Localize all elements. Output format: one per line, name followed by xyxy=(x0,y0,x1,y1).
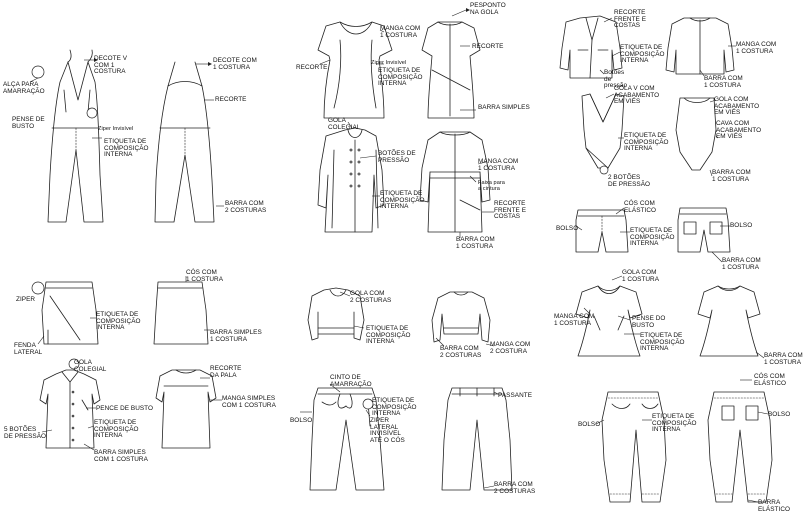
label-dress-barra: BARRA SIMPLES xyxy=(478,104,530,111)
label-crop-gola: GOLA COM 2 COSTURAS xyxy=(350,290,392,304)
label-jumpsuit-decote-costas: DECOTE COM 1 COSTURA xyxy=(213,57,257,71)
tunic-front xyxy=(575,285,643,357)
coat-front xyxy=(317,127,385,233)
leader-lines xyxy=(29,8,769,503)
label-trousers-ziper: ZIPER LATERAL INVISÍVEL ATÉ O CÓS xyxy=(370,417,405,444)
label-dress-recorte-left: RECORTE xyxy=(296,64,328,71)
label-coat-recorte: RECORTE FRENTE E COSTAS xyxy=(494,200,527,221)
label-coat-manga: MANGA COM 1 COSTURA xyxy=(478,158,519,172)
dress-back xyxy=(421,21,481,119)
label-jumpsuit-etiqueta: ETIQUETA DE COMPOSIÇÃO INTERNA xyxy=(104,138,149,159)
label-joggers-etiqueta: ETIQUETA DE COMPOSIÇÃO INTERNA xyxy=(652,413,697,434)
label-tunic-gola: GOLA COM 1 COSTURA xyxy=(622,269,660,283)
label-trousers-cinto: CINTO DE AMARRAÇÃO xyxy=(330,374,372,388)
label-bodysuit-cava: CAVA COM ACABAMENTO EM VIÉS xyxy=(716,120,762,141)
bodysuit-front xyxy=(581,93,625,169)
label-dress-manga: MANGA COM 1 COSTURA xyxy=(380,25,421,39)
trousers-back xyxy=(441,387,513,491)
label-shorts-etiqueta: ETIQUETA DE COMPOSIÇÃO INTERNA xyxy=(630,227,675,248)
label-joggers-cos: CÓS COM ELÁSTICO xyxy=(754,373,787,387)
label-skirt-ziper: ZIPER xyxy=(16,296,36,303)
label-coat-botoes: BOTÕES DE PRESSÃO xyxy=(378,150,416,164)
label-crop-manga: MANGA COM 2 COSTURA xyxy=(490,341,531,355)
crop-top-front xyxy=(307,287,365,341)
label-bodysuit-gola-v: GOLA V COM ACABAMENTO EM VIÉS xyxy=(614,85,660,106)
label-bodysuit-gola: GOLA COM ACABAMENTO EM VIÉS xyxy=(714,96,760,117)
label-dress-recorte-right: RECORTE xyxy=(472,43,504,50)
joggers-back xyxy=(707,391,773,503)
label-skirt-barra: BARRA SIMPLES 1 COSTURA xyxy=(210,329,262,343)
shirt-back xyxy=(155,369,217,449)
label-shirt-pence: PENCE DE BUSTO xyxy=(96,405,154,412)
label-skirt-cos: CÓS COM 1 COSTURA xyxy=(186,269,224,283)
label-dress-pesponto: PESPONTO NA GOLA xyxy=(470,2,506,16)
label-skirt-fenda: FENDA LATERAL xyxy=(14,342,43,356)
label-jumpsuit-ziper: Ziper Invisível xyxy=(98,126,134,132)
shirt-front xyxy=(39,369,101,449)
bodysuit-back xyxy=(675,97,717,171)
label-shirt-barra: BARRA SIMPLES COM 1 COSTURA xyxy=(94,449,148,463)
label-bodysuit-barra: BARRA COM 1 COSTURA xyxy=(712,169,751,183)
skirt-front xyxy=(41,281,99,345)
joggers-front xyxy=(601,391,667,503)
label-blazer-recorte: RECORTE FRENTE E COSTAS xyxy=(614,9,647,30)
label-dress-etiqueta: ETIQUETA DE COMPOSIÇÃO INTERNA xyxy=(378,67,423,88)
label-coat-etiqueta: ETIQUETA DE COMPOSIÇÃO INTERNA xyxy=(380,190,425,211)
label-jumpsuit-barra: BARRA COM 2 COSTURAS xyxy=(225,200,267,214)
label-trousers-passante: PASSANTE xyxy=(498,392,533,399)
label-tunic-manga: MANGA COM 1 COSTURA xyxy=(554,313,595,327)
label-trousers-etiqueta: ETIQUETA DE COMPOSIÇÃO INTERNA xyxy=(372,397,417,418)
label-shirt-botoes: 5 BOTÕES DE PRESSÃO xyxy=(4,426,47,440)
label-shorts-barra: BARRA COM 1 COSTURA xyxy=(722,257,761,271)
label-shirt-manga: MANGA SIMPLES COM 1 COSTURA xyxy=(222,395,276,409)
label-tunic-etiqueta: ETIQUETA DE COMPOSIÇÃO INTERNA xyxy=(640,332,685,353)
label-jumpsuit-alca: ALÇA PARA AMARRAÇÃO xyxy=(3,81,45,95)
label-joggers-barra: BARRA ELÁSTICO xyxy=(758,499,791,513)
label-shirt-recorte: RECORTE DA PALA xyxy=(210,365,242,379)
label-coat-gola: GOLA COLEGIAL xyxy=(328,117,361,131)
label-trousers-barra: BARRA COM 2 COSTURAS xyxy=(494,481,536,495)
label-jumpsuit-pense-busto: PENSE DE BUSTO xyxy=(12,116,45,130)
label-jumpsuit-recorte: RECORTE xyxy=(215,96,247,103)
label-skirt-etiqueta: ETIQUETA DE COMPOSIÇÃO INTERNA xyxy=(96,311,141,332)
label-coat-barra: BARRA COM 1 COSTURA xyxy=(456,236,495,250)
label-coat-faixa: Faixa para a cintura xyxy=(478,180,505,192)
label-jumpsuit-decote-v: DECOTE V COM 1 COSTURA xyxy=(94,55,128,76)
label-bodysuit-etiqueta: ETIQUETA DE COMPOSIÇÃO INTERNA xyxy=(624,132,669,153)
label-joggers-bolso-right: BOLSO xyxy=(768,411,791,418)
shorts-back xyxy=(677,207,731,253)
label-blazer-barra: BARRA COM 1 COSTURA xyxy=(704,75,743,89)
crop-top-back xyxy=(431,291,491,343)
jumpsuit-back xyxy=(154,61,215,223)
shorts-front xyxy=(575,209,629,253)
label-crop-etiqueta: ETIQUETA DE COMPOSIÇÃO INTERNA xyxy=(366,325,411,346)
blazer-front xyxy=(559,15,623,79)
jumpsuit-front xyxy=(47,49,104,223)
label-joggers-bolso-left: BOLSO xyxy=(578,421,601,428)
label-blazer-botoes: Botões de pressão xyxy=(604,69,628,90)
label-tunic-barra: BARRA COM 1 COSTURA xyxy=(764,352,803,366)
tunic-back xyxy=(697,285,761,357)
coat-back xyxy=(419,131,491,233)
label-shorts-bolso-left: BOLSO xyxy=(556,225,579,232)
label-blazer-etiqueta: ETIQUETA DE COMPOSIÇÃO INTERNA xyxy=(620,44,665,65)
dress-front xyxy=(317,21,393,119)
label-dress-ziper: Ziper Invisível xyxy=(371,60,407,66)
label-tunic-pense: PENSE DO BUSTO xyxy=(632,315,666,329)
label-shirt-gola: GOLA COLEGIAL xyxy=(74,359,107,373)
label-trousers-bolso: BOLSO xyxy=(290,417,313,424)
label-blazer-manga: MANGA COM 1 COSTURA xyxy=(736,41,777,55)
blazer-back xyxy=(665,17,735,75)
label-shorts-cos: CÓS COM ELÁSTICO xyxy=(624,200,657,214)
label-shorts-bolso-right: BOLSO xyxy=(730,222,753,229)
label-bodysuit-botoes: 2 BOTÕES DE PRESSÃO xyxy=(608,174,651,188)
label-shirt-etiqueta: ETIQUETA DE COMPOSIÇÃO INTERNA xyxy=(94,419,139,440)
label-crop-barra: BARRA COM 2 COSTURAS xyxy=(440,345,482,359)
skirt-back xyxy=(153,281,209,345)
